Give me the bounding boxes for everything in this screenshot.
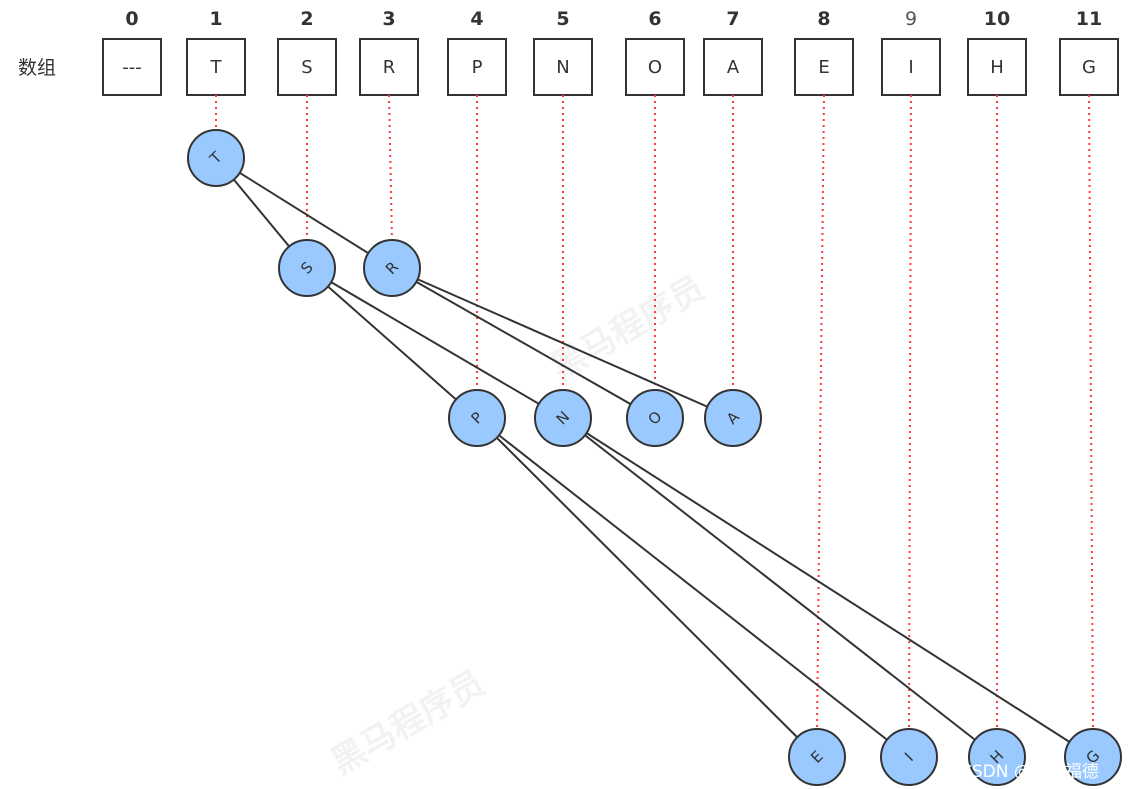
edge-T-R xyxy=(215,157,393,269)
array-cell-11 xyxy=(1059,38,1119,96)
array-label: 数组 xyxy=(18,57,56,79)
tree-node-circle-N xyxy=(534,389,592,447)
index-row: 0 1 2 3 4 5 6 7 8 9 10 11 xyxy=(125,8,1102,30)
edge-N-G xyxy=(562,417,1094,758)
index-label-8: 8 xyxy=(817,8,830,30)
tree-node-R: R xyxy=(363,239,421,297)
index-label-0: 0 xyxy=(125,8,138,30)
array-cell-value-7: A xyxy=(727,57,740,78)
tree-node-circle-O xyxy=(626,389,684,447)
array-cell-value-10: H xyxy=(990,57,1004,78)
array-cell-9 xyxy=(881,38,941,96)
tree-node-circle-A xyxy=(704,389,762,447)
connector-E xyxy=(816,94,825,730)
array-cell-value-8: E xyxy=(818,57,829,78)
tree-node-circle-P xyxy=(448,389,506,447)
tree-node-circle-I xyxy=(880,728,938,786)
array-cell-value-4: P xyxy=(472,57,483,78)
array-cell-2 xyxy=(277,38,337,96)
array-cell-value-6: O xyxy=(648,57,662,78)
watermark-lower: 黑马程序员 xyxy=(325,663,492,783)
edge-S-N xyxy=(306,267,564,419)
tree-node-G: G xyxy=(1064,728,1122,786)
index-label-5: 5 xyxy=(556,8,569,30)
tree-edges xyxy=(215,157,1094,758)
index-label-9: 9 xyxy=(905,8,917,30)
index-label-2: 2 xyxy=(300,8,313,30)
array-cell-value-5: N xyxy=(556,57,569,78)
tree-node-A: A xyxy=(704,389,762,447)
tree-node-circle-G xyxy=(1064,728,1122,786)
tree-node-P: P xyxy=(448,389,506,447)
array-cell-value-3: R xyxy=(383,57,396,78)
tree-node-T: T xyxy=(187,129,245,187)
connector-R xyxy=(388,94,393,241)
array-cell-0 xyxy=(102,38,162,96)
index-label-3: 3 xyxy=(382,8,395,30)
edge-P-I xyxy=(476,417,910,758)
edge-S-P xyxy=(306,267,478,419)
array-cell-value-9: I xyxy=(908,57,913,78)
index-label-4: 4 xyxy=(470,8,483,30)
tree-node-S: S xyxy=(278,239,336,297)
index-connectors xyxy=(215,94,1094,730)
watermark-layer: 黑马程序员 黑马程序员 xyxy=(325,268,712,783)
array-cell-7 xyxy=(703,38,763,96)
edge-P-E xyxy=(476,417,818,758)
tree-node-E: E xyxy=(788,728,846,786)
connector-I xyxy=(908,94,912,730)
array-cell-6 xyxy=(625,38,685,96)
array-cell-8 xyxy=(794,38,854,96)
index-label-6: 6 xyxy=(648,8,661,30)
index-label-11: 11 xyxy=(1076,8,1102,30)
connector-G xyxy=(1088,94,1094,730)
array-cell-value-11: G xyxy=(1082,57,1096,78)
tree-node-circle-S xyxy=(278,239,336,297)
tree-node-circle-T xyxy=(187,129,245,187)
edge-R-A xyxy=(391,267,734,419)
index-label-10: 10 xyxy=(984,8,1010,30)
tree-node-O: O xyxy=(626,389,684,447)
edge-R-O xyxy=(391,267,656,419)
array-cell-value-1: T xyxy=(210,57,223,78)
array-cell-value-2: S xyxy=(301,57,312,78)
index-label-7: 7 xyxy=(726,8,739,30)
index-label-1: 1 xyxy=(209,8,222,30)
tree-node-N: N xyxy=(534,389,592,447)
tree-node-circle-E xyxy=(788,728,846,786)
array-cell-1 xyxy=(186,38,246,96)
array-cells: --- T S R P N O A E I H G xyxy=(102,38,1119,96)
tree-node-I: I xyxy=(880,728,938,786)
edge-N-H xyxy=(562,417,998,758)
array-cell-value-0: --- xyxy=(122,57,142,78)
csdn-credit: CSDN @斯沃福德 xyxy=(960,762,1099,782)
tree-node-circle-H xyxy=(968,728,1026,786)
tree-node-H: H xyxy=(968,728,1026,786)
tree-node-circle-R xyxy=(363,239,421,297)
